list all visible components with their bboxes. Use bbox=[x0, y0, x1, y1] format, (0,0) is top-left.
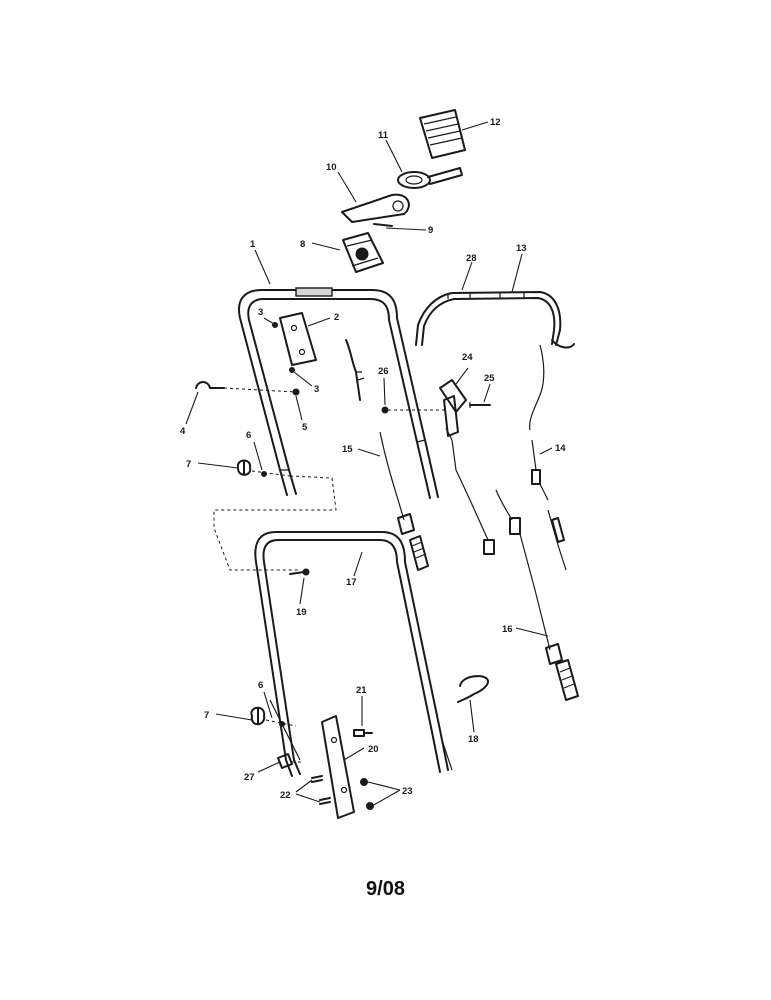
callout-13: 13 bbox=[516, 243, 527, 254]
callout-18: 18 bbox=[468, 734, 479, 745]
callout-24: 24 bbox=[462, 352, 473, 363]
part-18-clip bbox=[457, 675, 490, 703]
callout-8: 8 bbox=[300, 239, 305, 250]
callout-7: 7 bbox=[204, 710, 209, 721]
part-21-bolt bbox=[353, 729, 373, 737]
part-10-lever bbox=[341, 193, 410, 223]
callout-6: 6 bbox=[258, 680, 263, 691]
callout-10: 10 bbox=[326, 162, 337, 173]
part-14-cable bbox=[529, 344, 567, 571]
callout-28: 28 bbox=[466, 253, 477, 264]
callout-23: 23 bbox=[402, 786, 413, 797]
callout-11: 11 bbox=[378, 130, 389, 141]
callout-1: 1 bbox=[250, 239, 256, 250]
part-26-clip bbox=[381, 406, 445, 414]
callout-6: 6 bbox=[246, 430, 251, 441]
part-4-bolt bbox=[195, 381, 297, 393]
part-24-control bbox=[439, 379, 495, 555]
callout-7: 7 bbox=[186, 459, 191, 470]
part-22-screws bbox=[311, 775, 331, 805]
part-13-control-bail bbox=[415, 291, 575, 349]
callout-20: 20 bbox=[368, 744, 379, 755]
callout-16: 16 bbox=[502, 624, 513, 635]
part-15-cable bbox=[345, 339, 429, 571]
callout-21: 21 bbox=[356, 685, 367, 696]
part-2-plate bbox=[279, 312, 317, 366]
part-7-knob-upper bbox=[213, 459, 337, 571]
callout-19: 19 bbox=[296, 607, 307, 618]
callout-5: 5 bbox=[302, 422, 308, 433]
callout-27: 27 bbox=[244, 772, 255, 783]
callout-3: 3 bbox=[258, 307, 263, 318]
callout-17: 17 bbox=[346, 577, 357, 588]
part-5-nut bbox=[292, 388, 300, 396]
callout-12: 12 bbox=[490, 117, 501, 128]
callout-14: 14 bbox=[555, 443, 566, 454]
callout-25: 25 bbox=[484, 373, 495, 384]
part-23-nuts bbox=[360, 778, 374, 810]
part-8-bracket bbox=[342, 232, 384, 273]
part-27-knob bbox=[277, 753, 304, 769]
part-7-knob-lower bbox=[250, 706, 297, 727]
part-11-cable-guide bbox=[397, 167, 463, 189]
callout-2: 2 bbox=[334, 312, 339, 323]
part-25-pin bbox=[469, 402, 491, 408]
callout-26: 26 bbox=[378, 366, 389, 377]
part-16-cable bbox=[495, 489, 579, 701]
callout-22: 22 bbox=[280, 790, 291, 801]
leader-lines bbox=[185, 121, 553, 807]
part-1-upper-handle bbox=[238, 287, 439, 499]
part-19-bolt bbox=[289, 568, 310, 576]
callout-3: 3 bbox=[314, 384, 319, 395]
callout-15: 15 bbox=[342, 444, 353, 455]
part-12-grip bbox=[419, 109, 466, 159]
part-20-bracket bbox=[321, 715, 355, 819]
part-9-pin bbox=[373, 223, 393, 227]
callout-numbers: 1 2 3 3 4 5 6 7 8 9 10 11 12 13 28 24 25… bbox=[180, 117, 566, 801]
callout-4: 4 bbox=[180, 426, 186, 437]
footer-date: 9/08 bbox=[366, 878, 405, 900]
callout-9: 9 bbox=[428, 225, 433, 236]
part-17-lower-handle bbox=[254, 531, 453, 777]
